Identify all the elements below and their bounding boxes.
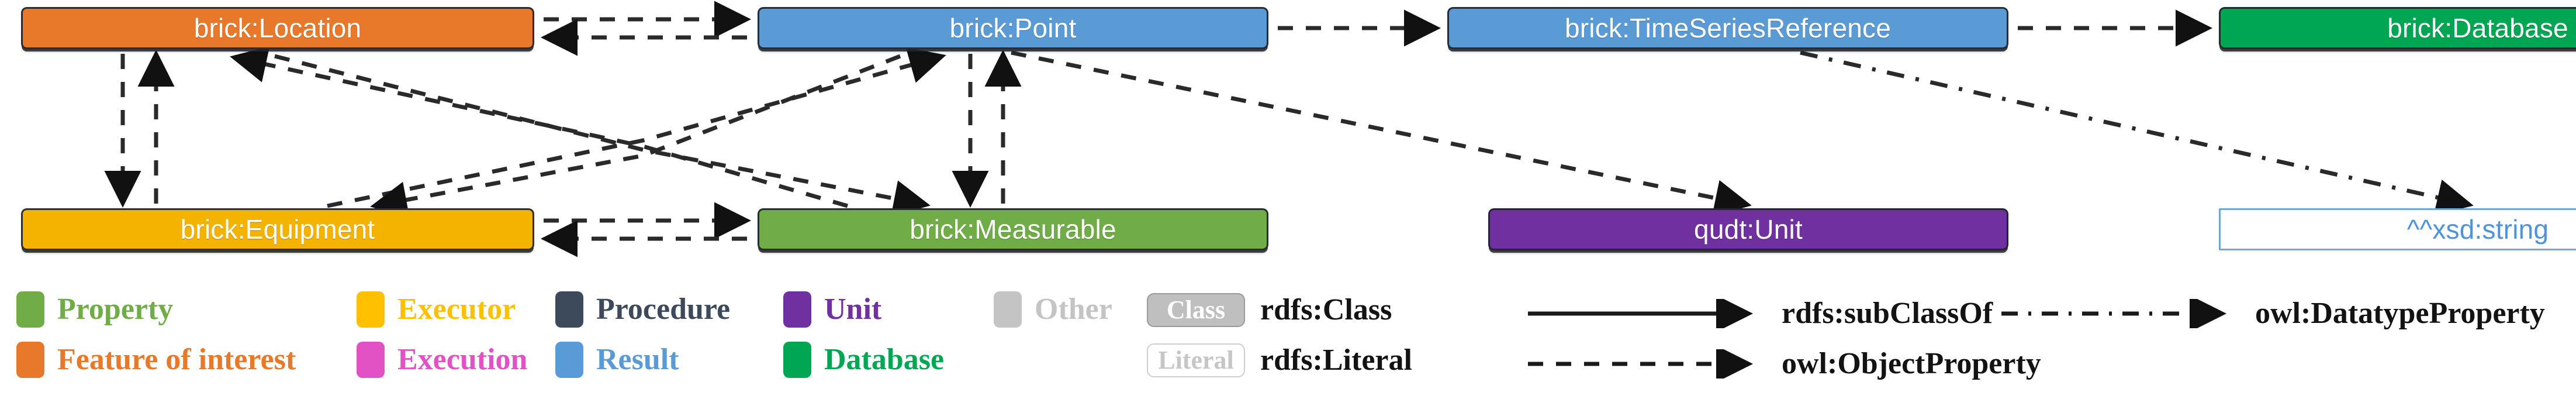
legend-item-unit: Unit [783, 291, 881, 328]
node-xsd-string[interactable]: ^^xsd:string [2219, 208, 2576, 250]
legend-label: Executor [397, 293, 516, 326]
legend-item-result: Result [555, 342, 679, 378]
swatch-unit [783, 291, 811, 328]
node-label: brick:Point [949, 13, 1077, 43]
node-label: brick:Location [193, 13, 362, 43]
legend-label: rdfs:Literal [1260, 343, 1412, 377]
legend-item-procedure: Procedure [555, 291, 730, 328]
legend-label: rdfs:Class [1260, 293, 1392, 326]
legend: Property Feature of interest Executor Ex… [0, 288, 2576, 399]
legend-item-owl-objectproperty: owl:ObjectProperty [1526, 346, 2041, 381]
legend-label: Procedure [596, 293, 731, 326]
legend-label: Database [824, 343, 945, 376]
node-brick-point[interactable]: brick:Point [758, 7, 1268, 49]
legend-item-owl-datatypeproperty: owl:DatatypeProperty [1999, 296, 2545, 331]
solid-arrow-icon [1528, 298, 1753, 328]
chip-label: Literal [1158, 346, 1234, 374]
edge-point-to-unit [1011, 50, 1752, 216]
chip-literal: Literal [1147, 343, 1245, 377]
chip-class: Class [1147, 293, 1245, 327]
legend-label: Feature of interest [57, 343, 296, 376]
node-label: brick:Measurable [910, 214, 1116, 245]
swatch-result [555, 342, 583, 378]
legend-label: Result [596, 343, 679, 376]
legend-label: rdfs:subClassOf [1782, 297, 1993, 330]
node-brick-timeseriesreference[interactable]: brick:TimeSeriesReference [1447, 7, 2008, 49]
legend-item-executor: Executor [357, 291, 516, 328]
legend-label: owl:ObjectProperty [1782, 347, 2041, 380]
legend-item-other: Other [994, 291, 1112, 328]
legend-item-feature-of-interest: Feature of interest [16, 342, 296, 378]
legend-item-property: Property [16, 291, 173, 328]
node-label: brick:TimeSeriesReference [1564, 13, 1892, 43]
swatch-database [783, 342, 811, 378]
node-label: brick:Equipment [180, 214, 375, 245]
node-label: qudt:Unit [1694, 214, 1803, 245]
legend-label: Execution [397, 343, 528, 376]
node-label: ^^xsd:string [2406, 214, 2549, 245]
edge-point-to-equipment [370, 54, 901, 218]
swatch-executor [357, 291, 385, 328]
edge-measurable-to-location [230, 46, 848, 208]
node-brick-database[interactable]: brick:Database [2219, 7, 2576, 49]
node-brick-measurable[interactable]: brick:Measurable [758, 208, 1268, 250]
swatch-property [16, 291, 44, 328]
edge-tsref-to-xsdstring [1800, 50, 2474, 216]
dashed-arrow-icon [1528, 349, 1753, 379]
dashdot-arrow-icon [2001, 298, 2226, 328]
legend-item-rdfs-literal: Literal rdfs:Literal [1147, 343, 1412, 377]
legend-item-execution: Execution [357, 342, 527, 378]
legend-item-database: Database [783, 342, 944, 378]
swatch-feature-of-interest [16, 342, 44, 378]
edge-layer [104, 1, 2474, 257]
legend-item-rdfs-subclassof: rdfs:subClassOf [1526, 296, 1993, 331]
node-brick-location[interactable]: brick:Location [21, 7, 534, 49]
node-qudt-unit[interactable]: qudt:Unit [1488, 208, 2008, 250]
legend-label: Other [1035, 293, 1112, 326]
edge-location-to-measurable [274, 54, 931, 217]
swatch-other [994, 291, 1022, 328]
legend-label: Unit [824, 293, 882, 326]
legend-label: Property [57, 293, 174, 326]
legend-label: owl:DatatypeProperty [2255, 297, 2545, 330]
legend-item-rdfs-class: Class rdfs:Class [1147, 293, 1392, 327]
node-brick-equipment[interactable]: brick:Equipment [21, 208, 534, 250]
node-label: brick:Database [2387, 13, 2568, 43]
edge-equipment-to-point [327, 47, 946, 208]
swatch-procedure [555, 291, 583, 328]
chip-label: Class [1166, 295, 1226, 324]
swatch-execution [357, 342, 385, 378]
